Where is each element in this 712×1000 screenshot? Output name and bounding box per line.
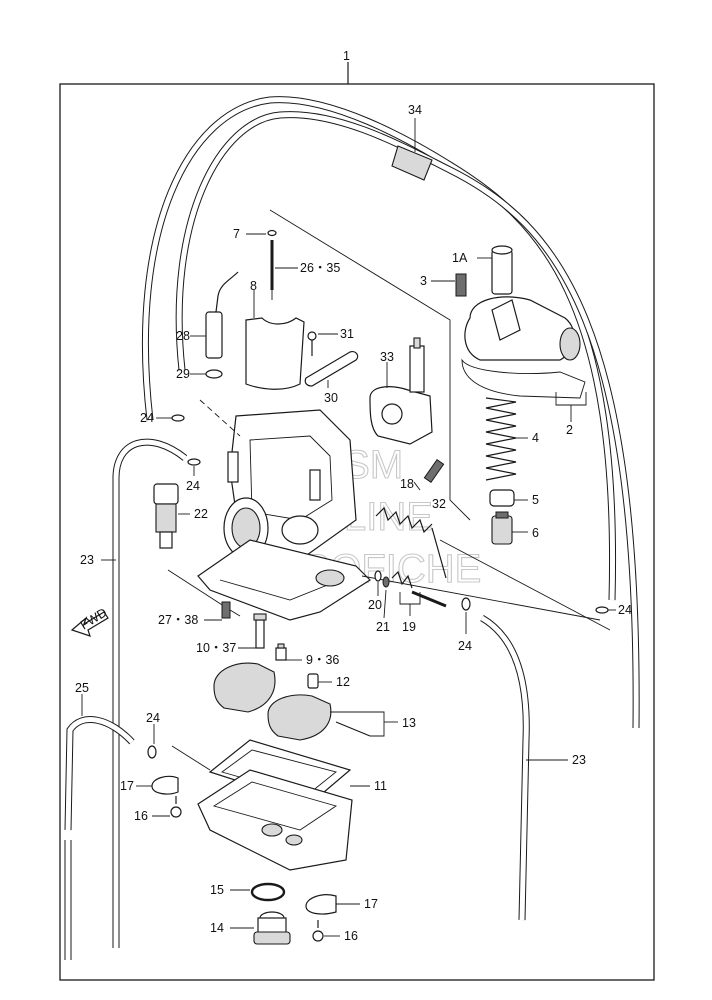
drain-plug-o-ring (250, 882, 286, 902)
tube-clip-b (187, 458, 201, 466)
callout-10-37: 10・37 (196, 641, 236, 655)
callout-18: 18 (400, 477, 414, 491)
callout-4: 4 (532, 431, 539, 445)
callout-30: 30 (324, 391, 338, 405)
washer-21 (382, 576, 390, 588)
needle-valve-12 (307, 673, 319, 689)
vent-tube-right (480, 614, 530, 921)
callout-12: 12 (336, 675, 350, 689)
tube-clip-a (171, 414, 185, 422)
callout-20: 20 (368, 598, 382, 612)
throttle-housing (455, 245, 586, 399)
tube-clip-c (595, 606, 609, 614)
screw-16-b (312, 920, 324, 942)
svg-text:FWD: FWD (78, 605, 110, 632)
tube-clip-d (461, 597, 471, 611)
callout-3: 3 (420, 274, 427, 288)
callout-17-a: 17 (120, 779, 134, 793)
callout-24-e: 24 (146, 711, 160, 725)
bracket-17-b (305, 894, 337, 915)
adjust-screw-19 (391, 570, 447, 608)
throttle-spring (485, 397, 517, 481)
callout-29: 29 (176, 367, 190, 381)
o-ring-20 (374, 570, 382, 582)
screw-16-a (170, 796, 182, 818)
guide-line-d (439, 539, 611, 631)
guide-line-e (171, 745, 211, 771)
callout-24-d: 24 (458, 639, 472, 653)
float-assembly (213, 662, 371, 741)
jet-27-38 (221, 601, 231, 619)
overflow-tube (64, 716, 135, 960)
cable-plate (304, 331, 359, 387)
callout-17-b: 17 (364, 897, 378, 911)
idle-adjust-screw (153, 483, 179, 549)
jet-needle (267, 229, 277, 300)
callout-26-35: 26・35 (300, 261, 340, 275)
assembly-frame (59, 83, 655, 981)
callout-28: 28 (176, 329, 190, 343)
callout-21: 21 (376, 620, 390, 634)
throttle-position-sensor (369, 337, 433, 445)
air-screw-spring (375, 458, 447, 579)
float-bowl (197, 769, 353, 871)
needle-jet-10-37 (253, 613, 267, 649)
drain-plug (253, 911, 291, 945)
callout-22: 22 (194, 507, 208, 521)
callout-23-left: 23 (80, 553, 94, 567)
spring-seat (489, 489, 515, 507)
fuel-fitting (205, 271, 239, 379)
callout-15: 15 (210, 883, 224, 897)
throttle-slide (245, 317, 305, 390)
callout-6: 6 (532, 526, 539, 540)
vent-tube-left (112, 438, 188, 948)
callout-2: 2 (566, 423, 573, 437)
callout-25: 25 (75, 681, 89, 695)
bracket-17-a (151, 775, 179, 795)
throttle-cable (141, 96, 640, 729)
callout-23-right: 23 (572, 753, 586, 767)
tube-clip-e (147, 745, 157, 759)
callout-9-36: 9・36 (306, 653, 339, 667)
callout-32: 32 (432, 497, 446, 511)
callout-33: 33 (380, 350, 394, 364)
guide-line-a (269, 209, 471, 521)
callout-34: 34 (408, 103, 422, 117)
callout-16-b: 16 (344, 929, 358, 943)
callout-5: 5 (532, 493, 539, 507)
callout-24-b: 24 (186, 479, 200, 493)
callout-24-a: 24 (140, 411, 154, 425)
callout-13: 13 (402, 716, 416, 730)
callout-31: 31 (340, 327, 354, 341)
callout-24-c: 24 (618, 603, 632, 617)
callout-19: 19 (402, 620, 416, 634)
callout-7: 7 (233, 227, 240, 241)
callout-1: 1 (343, 49, 350, 63)
forward-direction-arrow: FWD (70, 605, 110, 637)
callout-14: 14 (210, 921, 224, 935)
callout-27-38: 27・38 (158, 613, 198, 627)
callout-8: 8 (250, 279, 257, 293)
callout-11: 11 (374, 779, 387, 793)
main-jet-9-36 (275, 643, 287, 661)
callout-16-a: 16 (134, 809, 148, 823)
callout-1A: 1A (452, 251, 468, 265)
throttle-valve (491, 511, 513, 545)
carburetor-body (197, 409, 371, 621)
